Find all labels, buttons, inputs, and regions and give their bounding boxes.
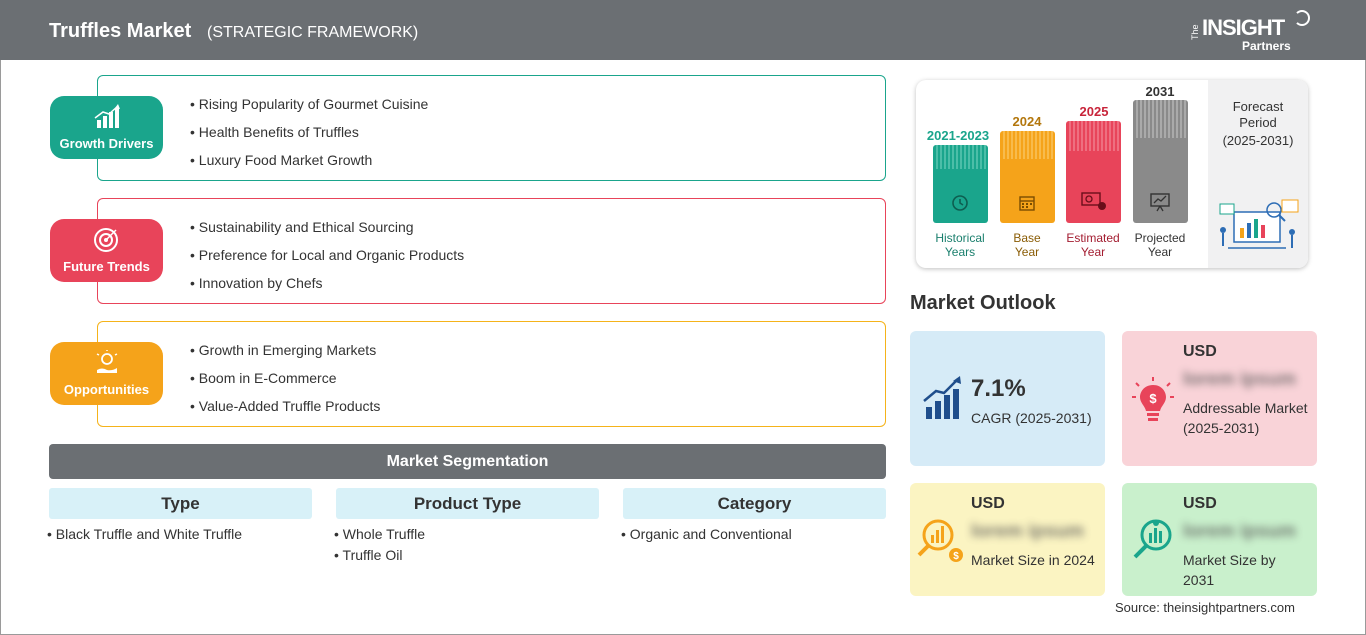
bar-stripes (1003, 131, 1053, 159)
bar-stripes (1136, 100, 1186, 138)
growth-chart-icon (94, 104, 120, 128)
gears-icon (1081, 192, 1106, 210)
segment-type-list: Black Truffle and White Truffle (47, 525, 242, 546)
list-item: Preference for Local and Organic Product… (190, 245, 464, 273)
timeline-year-historical: 2021-2023 (926, 128, 990, 143)
opportunities-list: Growth in Emerging Markets Boom in E-Com… (190, 340, 381, 424)
list-item: Rising Popularity of Gourmet Cuisine (190, 94, 429, 122)
market-size-2031-box: USD lorem ipsum Market Size by 2031 (1122, 483, 1317, 596)
insight-partners-logo[interactable]: The INSIGHT Partners (1190, 10, 1320, 54)
logo-partners: Partners (1242, 39, 1291, 53)
logo-the: The (1190, 24, 1200, 40)
growth-drivers-label: Growth Drivers (59, 136, 154, 151)
list-item: Boom in E-Commerce (190, 368, 380, 396)
bar-stripes (936, 145, 986, 169)
segment-product-type-list: Whole Truffle Truffle Oil (334, 525, 425, 567)
size-2031-usd: USD (1183, 495, 1217, 512)
list-item: Innovation by Chefs (190, 273, 464, 301)
size-2024-label: Market Size in 2024 (971, 552, 1095, 568)
source-credit: Source: theinsightpartners.com (1115, 600, 1295, 615)
logo-arc-icon (1294, 10, 1310, 26)
svg-text:$: $ (1149, 391, 1157, 406)
timeline-bar-estimated (1066, 121, 1121, 223)
segment-type-heading: Type (49, 488, 312, 519)
timeline-bar-projected (1133, 100, 1188, 223)
page-title: Truffles Market (49, 20, 192, 42)
addressable-value: lorem ipsum (1183, 369, 1296, 390)
list-item: Value-Added Truffle Products (190, 396, 381, 424)
list-item: Whole Truffle (334, 525, 425, 546)
market-segmentation-header: Market Segmentation (49, 444, 886, 479)
lightbulb-dollar-icon: $ (1132, 377, 1174, 421)
market-outlook-title: Market Outlook (910, 292, 1056, 314)
lightbulb-hand-icon (96, 350, 118, 373)
timeline-bar-base (1000, 131, 1055, 223)
list-item: Sustainability and Ethical Sourcing (190, 217, 464, 245)
list-item: Truffle Oil (334, 546, 425, 567)
timeline-year-base: 2024 (1012, 114, 1042, 129)
cagr-label: CAGR (2025-2031) (971, 410, 1092, 426)
magnifier-chart-icon: $ (917, 519, 963, 562)
future-trends-label: Future Trends (63, 259, 150, 274)
svg-text:$: $ (953, 551, 959, 562)
list-item: Black Truffle and White Truffle (47, 525, 242, 546)
target-icon (94, 228, 118, 252)
future-trends-badge: Future Trends (50, 219, 163, 282)
market-size-2024-box: USD lorem ipsum $ Market Size in 2024 (910, 483, 1105, 596)
opportunities-card: Growth in Emerging Markets Boom in E-Com… (97, 321, 886, 427)
size-2024-value: lorem ipsum (971, 521, 1084, 542)
opportunities-label: Opportunities (63, 382, 150, 397)
segment-category-list: Organic and Conventional (621, 525, 792, 546)
growth-drivers-list: Rising Popularity of Gourmet Cuisine Hea… (190, 94, 429, 178)
logo-insight: INSIGHT (1202, 15, 1285, 40)
future-trends-list: Sustainability and Ethical Sourcing Pref… (190, 217, 464, 301)
list-item: Growth in Emerging Markets (190, 340, 380, 368)
segment-category-heading: Category (623, 488, 886, 519)
page-subtitle: (STRATEGIC FRAMEWORK) (207, 24, 419, 41)
header-bar: Truffles Market (STRATEGIC FRAMEWORK) Th… (0, 0, 1366, 60)
size-2031-value: lorem ipsum (1183, 521, 1296, 542)
magnifier-bars-icon (1133, 519, 1172, 559)
list-item: Health Benefits of Truffles (190, 122, 428, 150)
cagr-box: 7.1% CAGR (2025-2031) (910, 331, 1105, 466)
analytics-illustration-icon (1219, 199, 1299, 249)
rising-bars-icon (923, 376, 961, 419)
presentation-chart-icon (1150, 193, 1170, 212)
timeline-year-estimated: 2025 (1079, 104, 1109, 119)
list-item: Organic and Conventional (621, 525, 792, 546)
growth-drivers-badge: Growth Drivers (50, 96, 163, 159)
history-clock-icon (952, 195, 968, 211)
bar-stripes (1069, 121, 1119, 151)
calendar-icon (1019, 196, 1035, 211)
opportunities-badge: Opportunities (50, 342, 163, 405)
addressable-label: Addressable Market (2025-2031) (1183, 400, 1308, 436)
future-trends-card: Sustainability and Ethical Sourcing Pref… (97, 198, 886, 304)
timeline-year-projected: 2031 (1145, 84, 1175, 99)
list-item: Luxury Food Market Growth (190, 150, 428, 178)
cagr-value: 7.1% (971, 375, 1026, 402)
growth-drivers-card: Rising Popularity of Gourmet Cuisine Hea… (97, 75, 886, 181)
addressable-market-box: USD lorem ipsum $ Addressable Market (20… (1122, 331, 1317, 466)
size-2024-usd: USD (971, 495, 1005, 512)
size-2031-label: Market Size by 2031 (1183, 552, 1276, 588)
addressable-usd: USD (1183, 343, 1217, 360)
timeline-bar-historical (933, 145, 988, 223)
segment-product-type-heading: Product Type (336, 488, 599, 519)
